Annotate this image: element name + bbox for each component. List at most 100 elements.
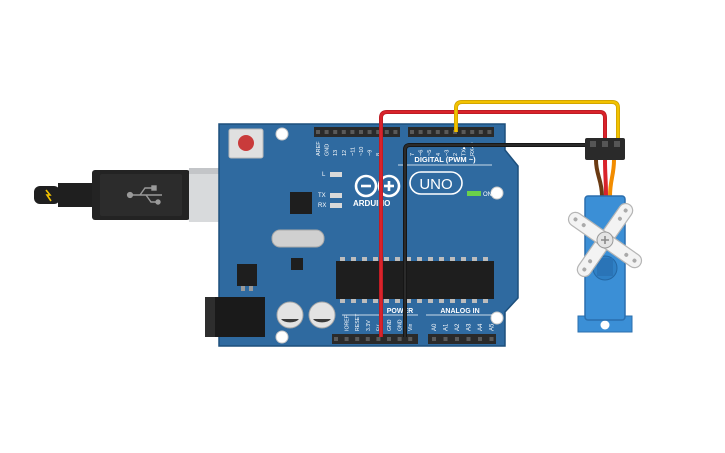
servo-lead-orange xyxy=(608,159,616,197)
chip-pin xyxy=(417,299,422,303)
pin-hole[interactable] xyxy=(316,130,320,134)
pin-hole[interactable] xyxy=(427,130,432,134)
top-pin-label: GND xyxy=(325,144,331,156)
pin-hole[interactable] xyxy=(443,337,448,341)
signal-wire[interactable] xyxy=(454,100,620,142)
ground-wire[interactable] xyxy=(403,142,592,337)
uno-badge xyxy=(409,171,463,195)
analog-pin-label: A3 xyxy=(467,323,473,331)
chip-pin xyxy=(439,299,444,303)
analog-pin-label: A4 xyxy=(478,323,484,331)
led-rx-label: RX xyxy=(318,203,326,209)
pin-hole[interactable] xyxy=(376,130,381,134)
chip-pin xyxy=(384,299,389,303)
chip-pin xyxy=(340,299,345,303)
pin-hole[interactable] xyxy=(470,130,475,134)
usb-strain-relief xyxy=(58,183,94,207)
pin-hole[interactable] xyxy=(344,337,349,341)
chip-pin xyxy=(406,257,411,261)
chip-pin xyxy=(384,257,389,261)
pin-hole[interactable] xyxy=(367,130,372,134)
board-model-label: UNO xyxy=(419,176,452,193)
power-pin-label: GND xyxy=(387,319,393,331)
small-chip xyxy=(291,258,303,270)
chip-pin xyxy=(395,257,400,261)
chip-pin xyxy=(351,257,356,261)
mounting-hole xyxy=(275,330,289,344)
analog-pin-label: A1 xyxy=(444,323,450,331)
micro-servo[interactable] xyxy=(545,138,665,333)
chip-pin xyxy=(483,299,488,303)
pin-hole[interactable] xyxy=(455,337,459,341)
pin-hole[interactable] xyxy=(397,337,402,341)
pin-hole[interactable] xyxy=(489,337,494,341)
power-label: POWER xyxy=(387,308,413,315)
pin-hole[interactable] xyxy=(393,130,398,134)
pin-hole[interactable] xyxy=(444,130,449,134)
top-pin-label: ~9 xyxy=(368,150,374,156)
pin-hole[interactable] xyxy=(387,337,391,341)
chip-pin xyxy=(461,257,466,261)
power-pin-label: IOREF xyxy=(345,315,351,331)
pin-hole[interactable] xyxy=(418,130,423,134)
power-pin-label: 3.3V xyxy=(366,320,372,331)
chip-pin xyxy=(362,299,367,303)
pin-hole[interactable] xyxy=(376,337,381,341)
power-pin-label: Vin xyxy=(408,323,414,331)
pin-hole[interactable] xyxy=(350,130,355,134)
analog-pin-label: A0 xyxy=(432,323,438,331)
chip-pin xyxy=(472,257,477,261)
brand-label: ARDUINO xyxy=(353,199,390,208)
power-led xyxy=(467,191,481,196)
lightning-icon xyxy=(45,189,52,202)
pin-hole[interactable] xyxy=(466,337,471,341)
chip-pin xyxy=(351,299,356,303)
chip-pin xyxy=(428,257,433,261)
pin-hole[interactable] xyxy=(461,130,466,134)
top-pin-label: ~5 xyxy=(427,150,433,156)
chip-pin xyxy=(450,299,455,303)
pin-hole[interactable] xyxy=(487,130,492,134)
top-pin-label: 12 xyxy=(342,150,348,156)
power-led-label: ON xyxy=(483,192,492,198)
pin-hole[interactable] xyxy=(334,337,338,341)
power-pin-header xyxy=(332,334,418,344)
capacitor xyxy=(276,301,304,329)
power-pin-label: GND xyxy=(398,319,404,331)
chip-pin xyxy=(395,299,400,303)
top-pin-label: 4 xyxy=(436,153,442,156)
wires[interactable] xyxy=(379,100,620,337)
pin-hole[interactable] xyxy=(324,130,329,134)
pin-hole[interactable] xyxy=(384,130,389,134)
top-pin-label: ~6 xyxy=(419,150,425,156)
screw-icon xyxy=(601,236,609,244)
pin-hole[interactable] xyxy=(365,337,370,341)
analog-pin-header xyxy=(428,334,496,344)
top-pin-label: ~10 xyxy=(359,147,365,156)
mount-hole xyxy=(600,320,610,330)
chip-pin xyxy=(439,257,444,261)
led-tx-label: TX xyxy=(318,193,326,199)
top-pin-label: RX◂0 xyxy=(470,143,476,156)
reset-button[interactable] xyxy=(238,135,254,151)
pin-hole[interactable] xyxy=(359,130,363,134)
pin-hole[interactable] xyxy=(435,130,440,134)
pin-hole[interactable] xyxy=(478,337,482,341)
pin-hole[interactable] xyxy=(408,337,413,341)
pin-hole[interactable] xyxy=(341,130,346,134)
pin-hole[interactable] xyxy=(432,337,436,341)
pin-hole[interactable] xyxy=(478,130,483,134)
pin-hole[interactable] xyxy=(333,130,338,134)
crystal-oscillator xyxy=(271,229,325,248)
power-wire[interactable] xyxy=(379,110,607,337)
top-pin-label: AREF xyxy=(316,141,322,156)
top-pin-label: 2 xyxy=(453,153,459,156)
arduino-logo-icon xyxy=(354,174,401,198)
usb-icon xyxy=(126,185,162,205)
chip-pin xyxy=(373,257,378,261)
pin-hole[interactable] xyxy=(410,130,414,134)
pin-hole[interactable] xyxy=(355,337,360,341)
